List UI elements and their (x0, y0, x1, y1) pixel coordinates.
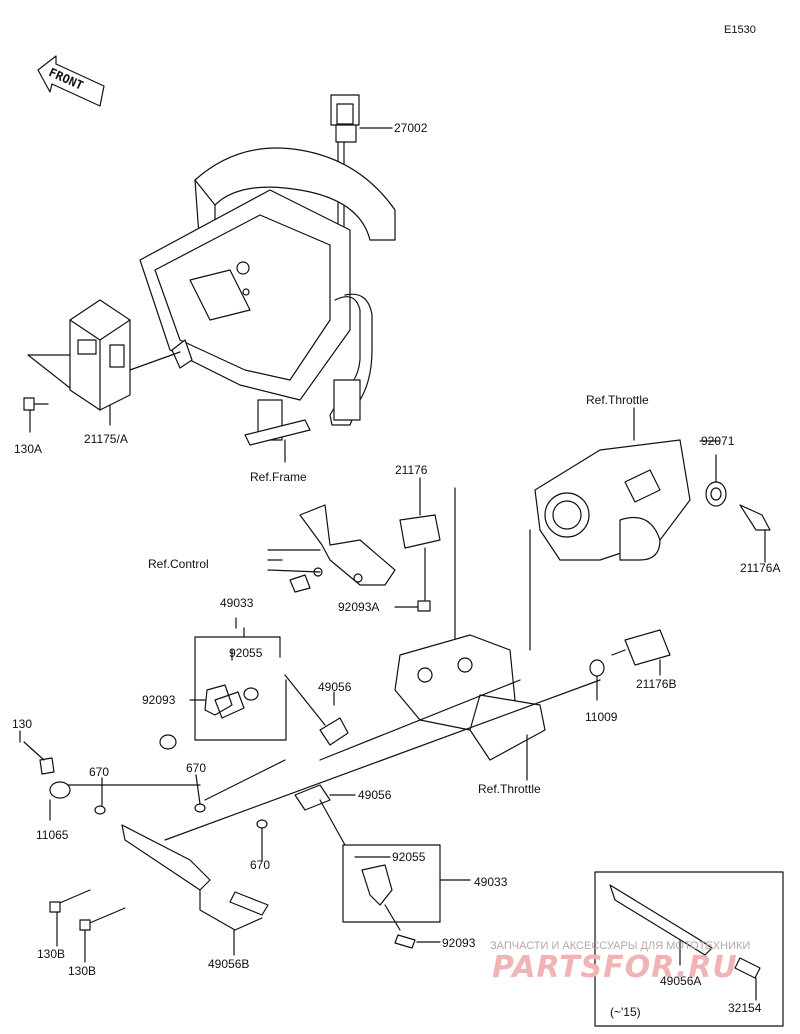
label-49056B: 49056B (208, 957, 250, 971)
label-49056-mid: 49056 (358, 788, 392, 802)
label-27002: 27002 (394, 121, 428, 135)
label-92055-bottom: 92055 (392, 850, 426, 864)
label-49056A: 49056A (660, 974, 702, 988)
label-32154: 32154 (728, 1001, 762, 1015)
label-670-a: 670 (89, 765, 110, 779)
label-11009: 11009 (585, 710, 618, 724)
label-92093A: 92093A (338, 600, 380, 614)
sensor-bracket (267, 477, 531, 651)
label-670-b: 670 (186, 761, 207, 775)
bolt-130A (23, 397, 49, 433)
front-arrow-icon (37, 55, 105, 107)
label-ref-control: Ref.Control (148, 557, 209, 571)
label-ref-throttle-top: Ref.Throttle (586, 393, 649, 407)
label-21175A: 21175/A (84, 432, 128, 446)
diagram-code: E1530 (724, 24, 756, 36)
injector-group-bottom (319, 799, 471, 949)
label-21176A: 21176A (740, 561, 781, 575)
label-21176: 21176 (395, 463, 428, 477)
label-130A: 130A (14, 442, 43, 456)
sensor-21176B (589, 629, 671, 701)
throttle-sensor-21176A (705, 454, 771, 563)
label-ref-throttle-bottom: Ref.Throttle (478, 782, 541, 796)
label-49033-bottom: 49033 (474, 875, 508, 889)
label-92093-top: 92093 (142, 693, 176, 707)
inset-note: (~'15) (610, 1005, 641, 1019)
inset-box (594, 871, 784, 1027)
ecu-unit (27, 299, 181, 426)
label-92071: 92071 (701, 434, 735, 448)
injector-group-top (159, 627, 349, 750)
label-49056-top: 49056 (318, 680, 352, 694)
label-670-c: 670 (250, 858, 271, 872)
watermark-logo: PARTSFOR.RU (492, 950, 738, 985)
label-49033-top: 49033 (220, 596, 254, 610)
label-130B-b: 130B (68, 964, 97, 978)
label-ref-frame: Ref.Frame (250, 470, 307, 484)
label-130: 130 (12, 717, 33, 731)
label-92055-top: 92055 (229, 646, 263, 660)
throttle-body (534, 407, 691, 561)
leader-lines (19, 127, 721, 963)
label-92093-bottom: 92093 (442, 936, 476, 950)
intake-manifold (394, 634, 546, 781)
label-130B-a: 130B (37, 947, 66, 961)
watermark-caption: ЗАПЧАСТИ И АКСЕССУАРЫ ДЛЯ МОТОТЕХНИКИ (490, 940, 751, 952)
frame-assembly (139, 147, 396, 463)
label-11065: 11065 (36, 828, 69, 842)
label-21176B: 21176B (636, 677, 677, 691)
